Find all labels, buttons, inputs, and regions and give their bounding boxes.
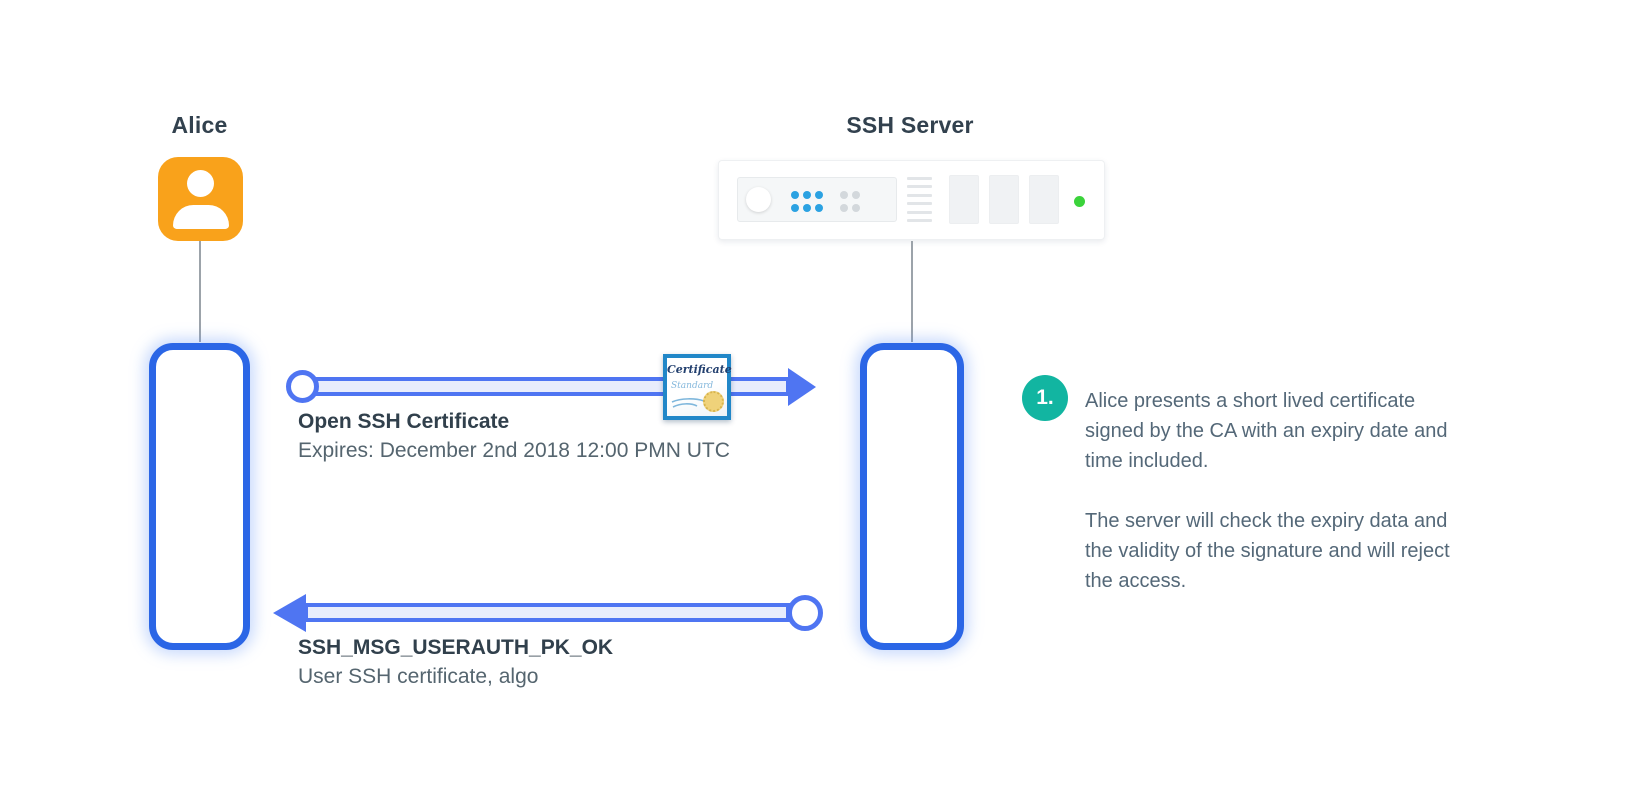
message-1-title: Open SSH Certificate xyxy=(298,410,510,433)
message-1-arrowhead-icon xyxy=(788,368,816,406)
server-dot xyxy=(852,191,860,199)
server-knob xyxy=(746,187,771,212)
server-bay xyxy=(949,175,979,224)
server-bay xyxy=(1029,175,1059,224)
person-icon xyxy=(158,157,243,241)
server-dot xyxy=(803,191,811,199)
message-2-origin-circle xyxy=(787,595,823,631)
certificate-flourish xyxy=(671,398,705,408)
alice-title: Alice xyxy=(171,112,228,138)
server-bay xyxy=(989,175,1019,224)
server-lifeline xyxy=(911,241,913,342)
server-dot xyxy=(840,204,848,212)
server-vents xyxy=(907,177,932,222)
server-activation-bar xyxy=(860,343,964,650)
certificate-subtitle: Standard xyxy=(671,381,714,391)
message-2-arrowhead-icon xyxy=(273,594,306,632)
certificate-seal-icon xyxy=(703,391,724,412)
server-dot xyxy=(803,204,811,212)
annotation-paragraph-1: Alice presents a short lived certificate… xyxy=(1085,390,1448,472)
person-head xyxy=(187,170,214,197)
message-1-subtitle: Expires: December 2nd 2018 12:00 PMN UTC xyxy=(298,439,730,462)
certificate-title: Certificate xyxy=(667,363,732,376)
certificate-icon: Certificate Standard xyxy=(663,354,732,420)
server-dot xyxy=(815,204,823,212)
message-1-origin-circle xyxy=(286,370,319,403)
person-shoulders xyxy=(173,205,229,229)
annotation-number-badge: 1. xyxy=(1022,375,1068,421)
message-2-subtitle: User SSH certificate, algo xyxy=(298,665,539,688)
server-dot xyxy=(815,191,823,199)
server-dot xyxy=(791,191,799,199)
annotation-text: Alice presents a short lived certificate… xyxy=(1085,386,1485,626)
server-dot xyxy=(791,204,799,212)
alice-activation-bar xyxy=(149,343,250,650)
alice-lifeline xyxy=(199,241,201,342)
message-2-title: SSH_MSG_USERAUTH_PK_OK xyxy=(298,636,614,659)
annotation-paragraph-2: The server will check the expiry data an… xyxy=(1085,510,1450,592)
server-title: SSH Server xyxy=(846,112,974,138)
server-front-panel xyxy=(737,177,897,222)
server-icon xyxy=(718,160,1105,240)
server-dot xyxy=(852,204,860,212)
message-2-line xyxy=(304,603,790,622)
status-led-icon xyxy=(1074,196,1085,207)
server-dot xyxy=(840,191,848,199)
